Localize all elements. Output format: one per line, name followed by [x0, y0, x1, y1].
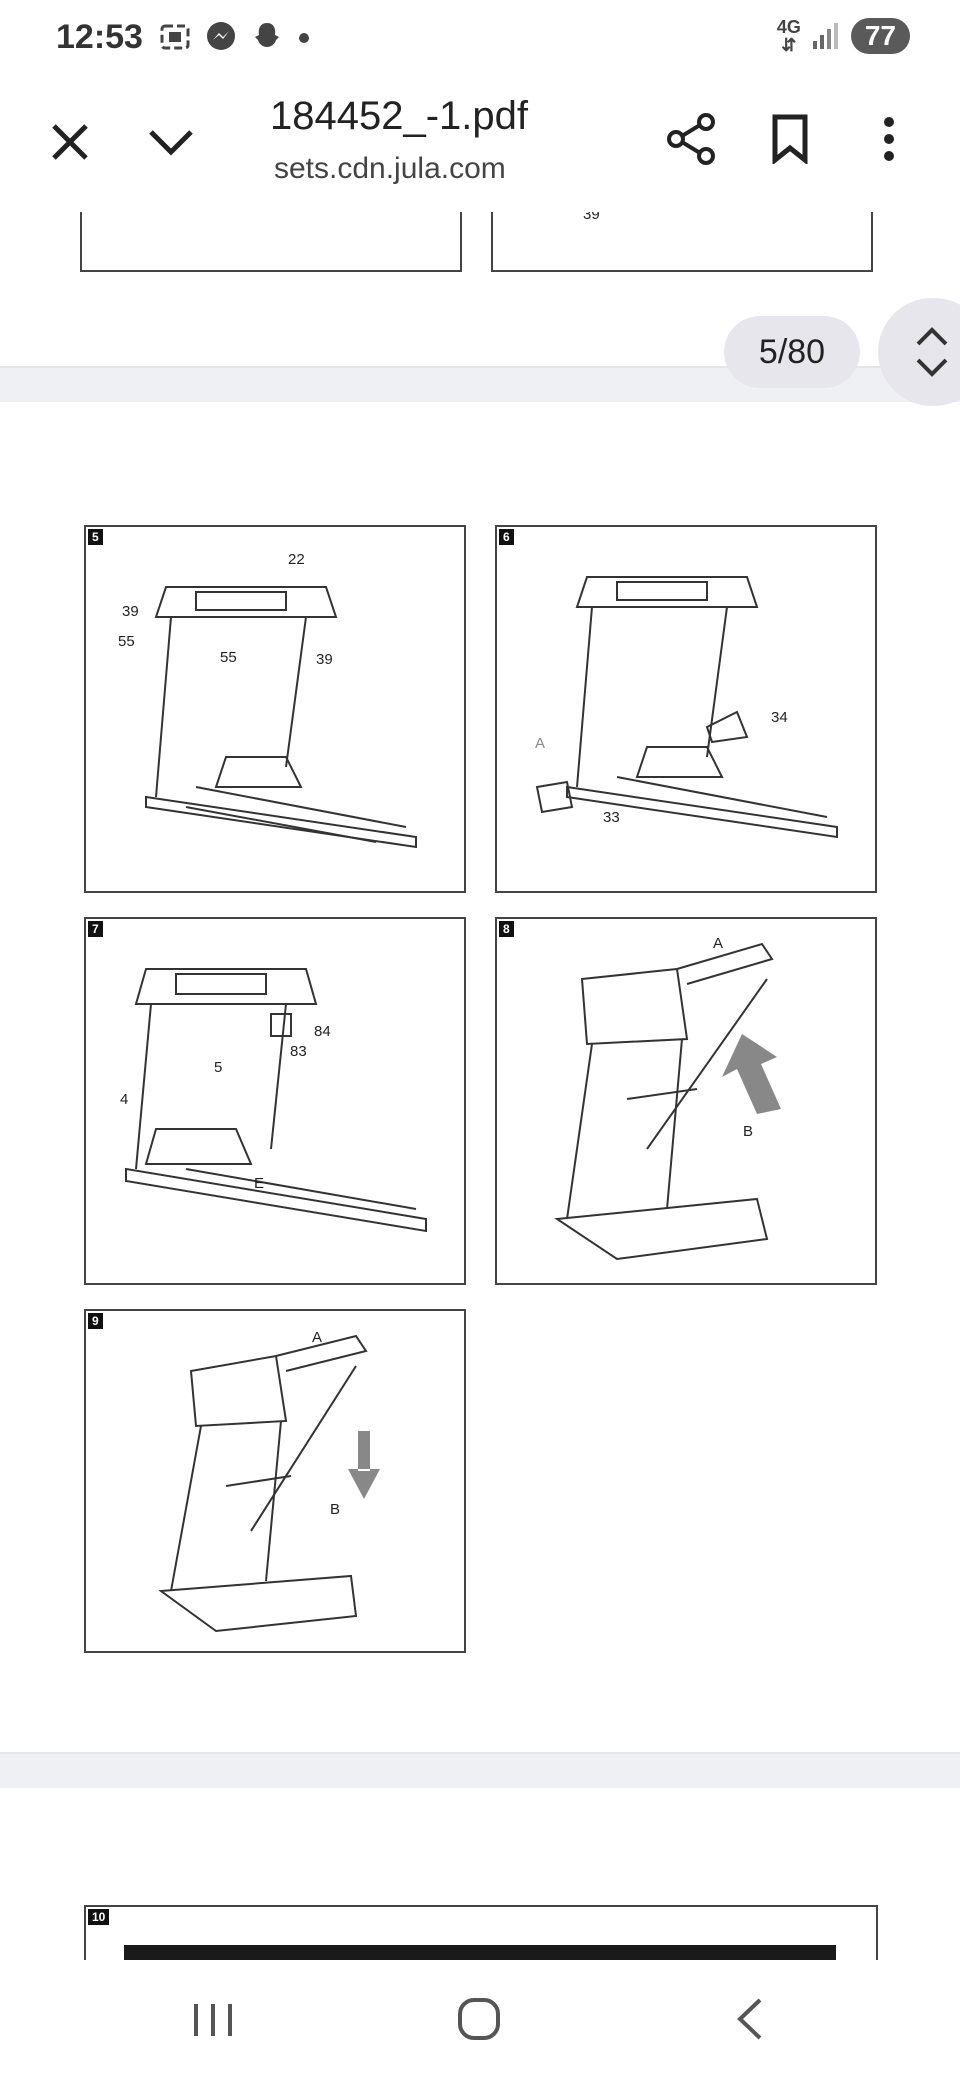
figure-5: 5 22 39 55 55 39 [84, 525, 466, 893]
pdf-toolbar: 184452_-1.pdf sets.cdn.jula.com [0, 80, 960, 214]
callout-label: 83 [290, 1043, 307, 1060]
page-scroll-handle[interactable] [878, 298, 960, 406]
signal-icon [812, 23, 838, 49]
callout-label: 39 [316, 651, 333, 668]
more-vert-icon[interactable] [874, 114, 904, 164]
pdf-viewer[interactable]: 39 5 22 39 55 55 39 6 34 [0, 212, 960, 1960]
back-icon[interactable] [734, 1996, 766, 2042]
page-up-icon[interactable] [912, 324, 952, 348]
callout-label: B [330, 1501, 341, 1518]
document-url: sets.cdn.jula.com [274, 152, 506, 185]
share-icon[interactable] [664, 112, 718, 166]
callout-label: 84 [314, 1023, 331, 1040]
callout-label: B [743, 1123, 754, 1140]
figure-8: 8 A B [495, 917, 877, 1285]
page-separator [0, 1752, 960, 1788]
chevron-down-icon[interactable] [146, 124, 196, 160]
callout-label: 39 [122, 603, 139, 620]
recent-apps-icon[interactable] [190, 2000, 236, 2040]
page-down-icon[interactable] [912, 356, 952, 380]
snapchat-icon [255, 23, 279, 47]
figure-number: 10 [88, 1909, 110, 1925]
status-bar: 12:53 4G⇵ 77 [0, 0, 960, 80]
callout-label: 55 [118, 633, 135, 650]
prev-page-figure-left [80, 212, 462, 272]
document-title: 184452_-1.pdf [270, 94, 529, 138]
treadmill-illustration [145, 586, 417, 849]
figure-10: 10 [84, 1905, 878, 1960]
callout-label: 33 [603, 809, 620, 826]
figure-6: 6 34 A 33 [495, 525, 877, 893]
callout-label: A [312, 1329, 323, 1346]
notification-icons [158, 20, 312, 54]
callout-label: A [713, 935, 724, 952]
prev-page-figure-right: 39 [491, 212, 873, 272]
dot-icon [299, 33, 309, 43]
messenger-icon [207, 22, 235, 50]
figure-10-bar [124, 1945, 836, 1960]
figure-number: 7 [88, 921, 103, 937]
battery-indicator: 77 [850, 18, 910, 54]
close-icon[interactable] [48, 120, 92, 164]
callout-label: 4 [120, 1091, 129, 1108]
callout-label: A [535, 735, 546, 752]
status-time: 12:53 [56, 18, 143, 56]
figure-number: 9 [88, 1313, 103, 1329]
callout-label: 22 [288, 551, 305, 568]
figure-number: 8 [499, 921, 514, 937]
callout-label: E [254, 1175, 265, 1192]
callout-label: 34 [771, 709, 788, 726]
system-nav-bar [0, 1960, 960, 2080]
page-indicator: 5/80 [724, 316, 860, 388]
treadmill-illustration [535, 576, 838, 839]
callout-label: 39 [583, 212, 600, 223]
callout-label: 5 [214, 1059, 223, 1076]
network-type: 4G⇵ [776, 17, 801, 55]
figure-9: 9 A B [84, 1309, 466, 1653]
treadmill-illustration [125, 968, 427, 1233]
bookmark-icon[interactable] [770, 114, 810, 164]
figure-number: 5 [88, 529, 103, 545]
folded-treadmill-illustration [158, 1334, 380, 1633]
folded-treadmill-illustration [554, 942, 781, 1261]
figure-number: 6 [499, 529, 514, 545]
callout-label: 55 [220, 649, 237, 666]
screenshot-icon [160, 24, 190, 50]
figure-7: 7 84 83 5 4 E [84, 917, 466, 1285]
home-icon[interactable] [456, 1996, 502, 2042]
